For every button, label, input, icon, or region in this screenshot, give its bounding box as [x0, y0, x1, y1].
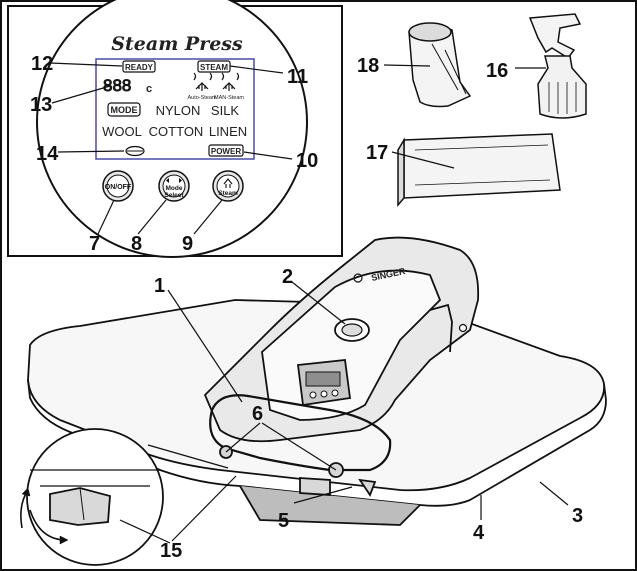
callout-8: 8 — [131, 233, 142, 255]
callout-9: 9 — [182, 233, 193, 255]
callout-11: 11 — [287, 66, 308, 88]
power-indicator — [208, 144, 244, 157]
fabric-linen: LINEN — [209, 124, 247, 139]
main-leader-lines — [119, 281, 569, 544]
control-panel-inset: Steam Press READY STEAM 888 c Auto-Steam… — [30, 0, 318, 258]
callout-18: 18 — [357, 55, 379, 77]
spray-bottle-accessory — [528, 13, 587, 119]
pressing-cloth-accessory — [397, 133, 561, 208]
callout-17: 17 — [366, 142, 388, 164]
callout-14: 14 — [36, 143, 59, 165]
temperature-display: 888 — [103, 76, 131, 95]
mode-select-button[interactable]: Mode Select — [158, 170, 190, 202]
inset-leader-lines — [49, 62, 293, 235]
steam-button-label: Steam — [218, 190, 238, 197]
base-foot — [299, 477, 331, 496]
steam-press-body — [27, 236, 607, 526]
auto-steam-label: Auto-Steam — [187, 95, 216, 101]
onoff-button-label: ON/OFF — [105, 184, 132, 191]
callout-15: 15 — [160, 540, 182, 562]
board-edge — [27, 379, 607, 507]
callout-10: 10 — [296, 150, 318, 172]
panel-title: Steam Press — [111, 33, 243, 55]
fabric-nylon: NYLON — [156, 103, 201, 118]
detail-magnifier — [20, 428, 229, 566]
mode-badge: MODE — [111, 105, 138, 115]
fabric-cotton: COTTON — [149, 124, 204, 139]
callout-7: 7 — [89, 233, 100, 255]
steam-label: STEAM — [200, 63, 228, 72]
ready-indicator — [122, 60, 156, 73]
callout-13: 13 — [30, 94, 52, 116]
steam-button[interactable]: Steam — [212, 170, 244, 202]
ready-label: READY — [125, 63, 154, 72]
side-bracket — [429, 303, 453, 353]
man-steam-icon — [221, 72, 240, 91]
sleeve-pad-accessory — [408, 22, 472, 108]
mode-button-label-1: Mode — [166, 185, 183, 192]
base-shadow — [239, 485, 421, 526]
fabric-wool: WOOL — [102, 124, 142, 139]
water-indicator-icon — [125, 145, 145, 157]
power-label: POWER — [211, 147, 241, 156]
panel-display-area — [95, 58, 255, 160]
callout-2: 2 — [282, 266, 293, 288]
callout-1: 1 — [154, 275, 165, 297]
callout-5: 5 — [278, 510, 289, 532]
mode-button-label-2: Select — [164, 192, 184, 199]
callout-16: 16 — [486, 60, 508, 82]
release-lever[interactable] — [49, 487, 111, 526]
callout-6: 6 — [252, 403, 263, 425]
callout-3: 3 — [572, 505, 583, 527]
callout-12: 12 — [31, 53, 53, 75]
auto-steam-icon — [193, 72, 213, 91]
leader-17 — [391, 151, 455, 169]
leader-18 — [383, 64, 431, 67]
temperature-unit: c — [146, 83, 152, 95]
fabric-silk: SILK — [211, 103, 240, 118]
mode-badge-box — [107, 102, 141, 117]
onoff-button[interactable]: ON/OFF — [102, 170, 134, 202]
man-steam-label: MAN-Steam — [214, 95, 244, 101]
callout-4: 4 — [473, 522, 485, 544]
steam-arrow-icon — [223, 178, 233, 188]
